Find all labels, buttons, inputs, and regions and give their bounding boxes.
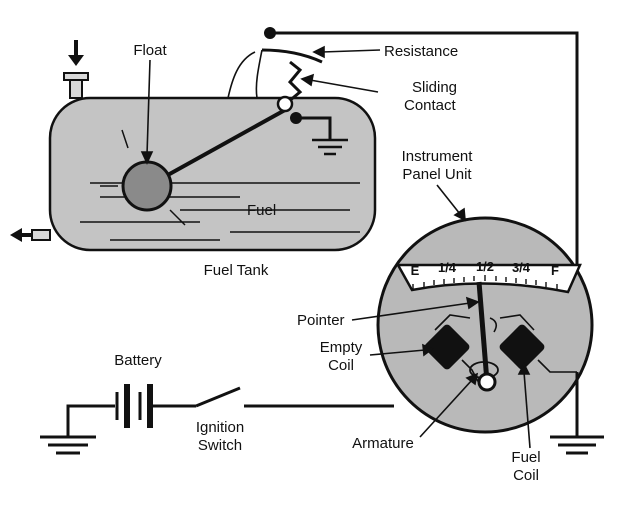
empty-coil <box>424 314 481 386</box>
empty-coil-label-line2: Coil <box>328 357 354 374</box>
fuel-surface-lines <box>80 182 360 241</box>
gauge-ground <box>550 372 604 455</box>
sliding-contact-label-line1: Sliding <box>412 79 457 96</box>
float <box>121 160 173 212</box>
fuel-label: Fuel <box>247 202 276 219</box>
dial-label-full: F <box>551 263 559 278</box>
fuel-coil-label-line1: Fuel <box>511 449 540 466</box>
gauge-unit <box>376 216 594 434</box>
dial-ticks <box>412 275 558 289</box>
fuel-tank-label: Fuel Tank <box>204 262 269 279</box>
float-label: Float <box>133 42 167 59</box>
dial-label-empty: E <box>411 263 420 278</box>
instrument-panel-label-line1: Instrument <box>402 148 474 165</box>
float-travel-marks <box>100 129 186 226</box>
sender-unit <box>227 48 348 156</box>
pointer-label: Pointer <box>297 312 345 329</box>
leader-lines <box>140 45 531 449</box>
battery-icon <box>115 384 153 428</box>
battery-label: Battery <box>114 352 162 369</box>
armature-label: Armature <box>352 435 414 452</box>
battery-circuit <box>40 384 394 455</box>
instrument-panel-label-line2: Panel Unit <box>402 166 472 183</box>
ignition-switch-label-line1: Ignition <box>196 419 244 436</box>
ignition-switch-label-line2: Switch <box>198 437 242 454</box>
fill-arrow-icon <box>68 40 84 66</box>
empty-coil-label-line1: Empty <box>320 339 363 356</box>
ignition-switch-icon <box>195 386 241 408</box>
dial-label-three-quarter: 3/4 <box>512 260 531 275</box>
outlet-arrow-icon <box>10 228 32 242</box>
sliding-contact-label-line2: Contact <box>404 97 457 114</box>
dial-label-quarter: 1/4 <box>438 260 457 275</box>
resistance-label: Resistance <box>384 43 458 60</box>
fuel-coil <box>499 314 577 373</box>
fuel-tank <box>31 72 377 252</box>
fuel-coil-label-line2: Coil <box>513 467 539 484</box>
armature-pivot <box>477 372 497 392</box>
sender-to-gauge-wire <box>264 27 579 265</box>
pointer-needle <box>476 281 490 383</box>
dial-label-half: 1/2 <box>476 259 494 274</box>
